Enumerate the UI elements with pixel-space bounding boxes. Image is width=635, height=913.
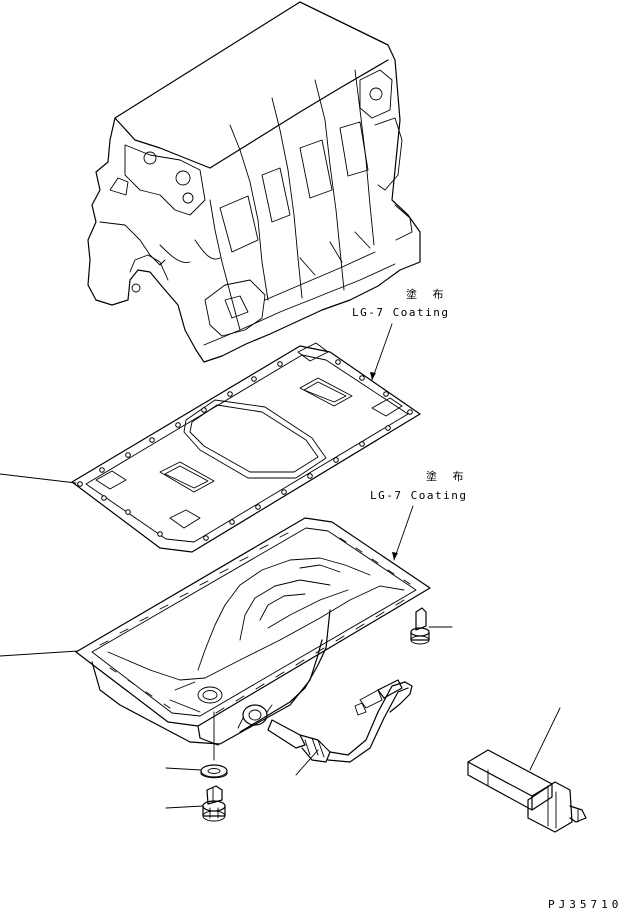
oil-level-sensor (267, 679, 413, 763)
oil-pan-gasket (71, 342, 421, 553)
coating-2-label: LG-7 Coating (370, 489, 467, 502)
leader-coating-2 (393, 505, 414, 561)
drawing-code: PJ35710 (548, 898, 622, 911)
drain-washer (200, 764, 228, 779)
leader-oil-pan (0, 650, 79, 657)
leader-lines (0, 323, 561, 809)
oil-pan (75, 517, 431, 746)
leader-tool (529, 707, 561, 771)
drain-plug (202, 785, 226, 822)
leader-plug (165, 805, 204, 809)
pan-bolt (410, 607, 430, 645)
leader-washer (165, 767, 202, 771)
service-tool (467, 749, 587, 833)
engine-block (87, 1, 421, 363)
coating-2-jp: 塗 布 (426, 469, 470, 483)
coating-1-label: LG-7 Coating (352, 306, 449, 319)
leader-coating-1 (371, 323, 393, 381)
leader-gasket (0, 473, 77, 484)
coating-1-jp: 塗 布 (406, 287, 450, 301)
leader-sensor (295, 749, 319, 776)
